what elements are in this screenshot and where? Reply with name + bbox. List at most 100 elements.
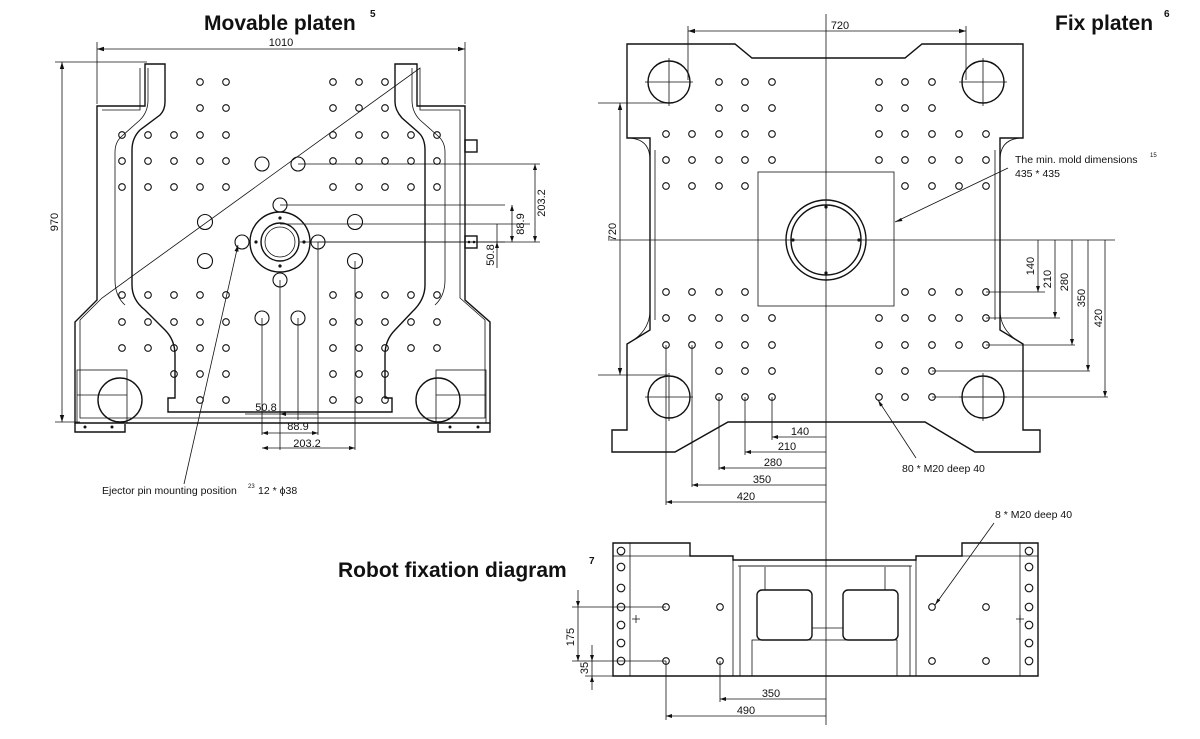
mounting-hole — [355, 78, 363, 86]
mounting-hole — [741, 341, 749, 349]
fix-bottom-dims: 140 210 280 350 420 — [665, 345, 826, 505]
side-bolt — [1024, 602, 1034, 612]
side-bolt — [1024, 656, 1034, 666]
movable-platen-holes — [118, 78, 441, 404]
mounting-hole — [875, 314, 883, 322]
mounting-hole — [381, 396, 389, 404]
mounting-hole — [741, 104, 749, 112]
mounting-hole — [381, 318, 389, 326]
mounting-hole — [381, 131, 389, 139]
mounting-hole — [329, 396, 337, 404]
mounting-hole — [196, 183, 204, 191]
mounting-hole — [355, 104, 363, 112]
mounting-hole — [875, 341, 883, 349]
mounting-hole — [170, 131, 178, 139]
mounting-hole — [329, 131, 337, 139]
mounting-hole — [433, 318, 441, 326]
mounting-hole — [928, 314, 936, 322]
mounting-hole — [901, 341, 909, 349]
mounting-hole — [901, 288, 909, 296]
mounting-hole — [875, 156, 883, 164]
mounting-hole — [875, 393, 883, 401]
mounting-hole — [196, 157, 204, 165]
mounting-hole — [741, 288, 749, 296]
mounting-hole — [196, 344, 204, 352]
movable-platen: Movable platen 5 1010 970 — [49, 9, 548, 497]
mounting-hole — [329, 370, 337, 378]
mounting-hole — [329, 104, 337, 112]
mounting-hole — [741, 156, 749, 164]
mounting-hole — [222, 104, 230, 112]
mounting-hole — [955, 341, 963, 349]
fix-holes-label: 80 * M20 deep 40 — [902, 463, 985, 475]
fix-dim-b-140: 140 — [791, 426, 809, 438]
mold-dim-value: 435 * 435 — [1015, 168, 1060, 180]
mounting-hole — [222, 318, 230, 326]
mounting-hole — [381, 183, 389, 191]
fix-dim-left-720: 720 — [607, 223, 619, 241]
mounting-hole — [407, 291, 415, 299]
robot-dim-490: 490 — [737, 705, 755, 717]
mounting-hole — [433, 344, 441, 352]
mounting-hole — [118, 183, 126, 191]
mounting-hole — [715, 78, 723, 86]
mounting-hole — [222, 183, 230, 191]
mounting-hole — [768, 156, 776, 164]
mounting-hole — [768, 104, 776, 112]
mounting-hole — [741, 314, 749, 322]
fix-dim-r-420: 420 — [1093, 309, 1105, 327]
fix-dim-top-720: 720 — [831, 20, 849, 32]
mounting-hole — [118, 131, 126, 139]
dim-right-203: 203.2 — [536, 189, 548, 217]
mounting-hole — [982, 130, 990, 138]
mounting-hole — [901, 78, 909, 86]
fix-platen: Fix platen 6 720 720 — [598, 9, 1170, 725]
mounting-hole — [222, 157, 230, 165]
dim-right-50: 50.8 — [485, 244, 497, 265]
mounting-hole — [329, 318, 337, 326]
mounting-hole — [768, 314, 776, 322]
mold-dim-label: The min. mold dimensions — [1015, 154, 1138, 166]
robot-side-bolts — [616, 546, 1034, 666]
side-bolt — [616, 620, 626, 630]
mounting-hole — [662, 130, 670, 138]
robot-title: Robot fixation diagram — [338, 559, 567, 582]
dim-right-88: 88.9 — [515, 213, 527, 234]
mounting-hole — [875, 130, 883, 138]
roller-left — [97, 377, 143, 423]
robot-holes-label: 8 * M20 deep 40 — [995, 509, 1072, 521]
ejector-spec: 12 * ϕ38 — [258, 485, 297, 497]
dim-width-1010: 1010 — [269, 37, 293, 49]
mounting-hole — [741, 182, 749, 190]
mounting-hole — [688, 156, 696, 164]
mounting-hole — [355, 131, 363, 139]
mounting-hole — [715, 182, 723, 190]
fix-right-dims: 140 210 280 350 420 — [932, 240, 1108, 398]
mounting-hole — [196, 104, 204, 112]
mounting-hole — [144, 291, 152, 299]
dim-bottom-203: 203.2 — [293, 438, 321, 450]
mounting-hole — [955, 130, 963, 138]
movable-platen-title: Movable platen — [204, 12, 356, 35]
mounting-hole — [196, 131, 204, 139]
mounting-hole — [955, 288, 963, 296]
mounting-hole — [715, 156, 723, 164]
mounting-hole — [688, 288, 696, 296]
mounting-hole — [768, 367, 776, 375]
mounting-hole — [928, 130, 936, 138]
fix-dim-b-350: 350 — [753, 474, 771, 486]
mounting-hole — [407, 157, 415, 165]
mounting-hole — [355, 157, 363, 165]
mounting-hole — [329, 291, 337, 299]
mounting-hole — [170, 183, 178, 191]
mounting-hole — [381, 104, 389, 112]
mounting-hole — [662, 156, 670, 164]
mounting-hole — [901, 104, 909, 112]
side-bolt — [1024, 620, 1034, 630]
mold-dim-ref: 15 — [1150, 153, 1157, 159]
mounting-hole — [196, 318, 204, 326]
robot-fixation: Robot fixation diagram 7 8 * M20 — [338, 509, 1072, 720]
mounting-hole — [662, 314, 670, 322]
mounting-hole — [118, 157, 126, 165]
